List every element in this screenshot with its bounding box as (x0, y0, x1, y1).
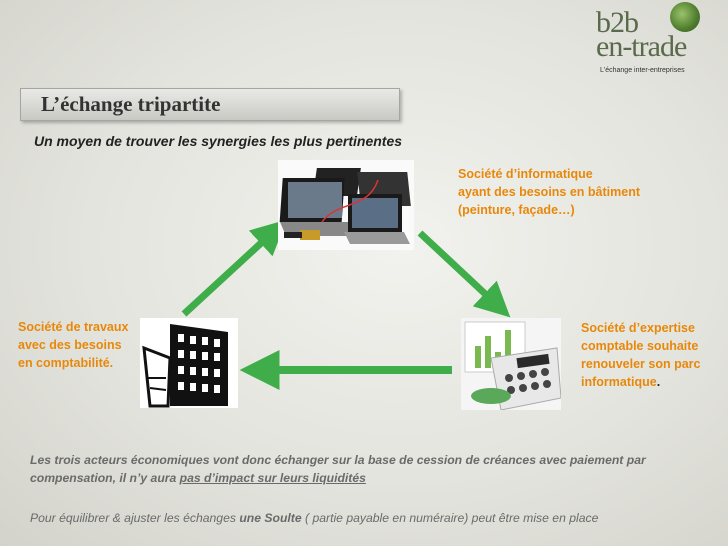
page-title: L’échange tripartite (41, 92, 221, 116)
building-image (140, 318, 238, 408)
paragraph-exchange-emphasis: pas d’impact sur leurs liquidités (179, 471, 366, 485)
logo-b2b: b2b (596, 6, 639, 39)
actor-it-company: Société d’informatique ayant des besoins… (458, 165, 640, 219)
paragraph-soulte-before: Pour équilibrer & ajuster les échanges (30, 511, 240, 525)
arrow-left-to-top (181, 219, 287, 317)
laptops-image (278, 160, 414, 250)
actor-accounting-line3: renouveler son parc (581, 357, 701, 371)
logo-en-trade: en-trade (596, 30, 687, 63)
actor-it-line3: (peinture, façade…) (458, 203, 575, 217)
paragraph-soulte: Pour équilibrer & ajuster les échanges u… (30, 509, 728, 527)
actor-works-line2: avec des besoins (18, 338, 122, 352)
title-bar: L’échange tripartite (20, 88, 400, 121)
actor-accounting-line2: comptable souhaite (581, 339, 699, 353)
actor-works-line1: Société de travaux (18, 320, 129, 334)
globe-icon (670, 2, 700, 32)
page-subtitle: Un moyen de trouver les synergies les pl… (34, 133, 403, 149)
paragraph-soulte-after: ( partie payable en numéraire) peut être… (301, 511, 599, 525)
logo-tagline: L'échange inter-entreprises (600, 67, 685, 74)
b2b-en-trade-logo: b2b en-trade L'échange inter-entreprises (594, 0, 704, 82)
actor-it-line2: ayant des besoins en bâtiment (458, 185, 640, 199)
calculator-image (461, 318, 561, 410)
actor-it-line1: Société d’informatique (458, 167, 593, 181)
paragraph-soulte-emphasis: une Soulte (239, 511, 302, 525)
actor-accounting-line4-end: . (656, 375, 661, 389)
actor-works-company: Société de travaux avec des besoins en c… (18, 318, 128, 372)
actor-accounting-line4: informatique. (581, 373, 701, 391)
arrow-top-to-right (417, 230, 511, 318)
paragraph-exchange-text: Les trois acteurs économiques vont donc … (30, 453, 646, 485)
paragraph-exchange: Les trois acteurs économiques vont donc … (30, 451, 720, 487)
actor-works-line3: en comptabilité. (18, 356, 114, 370)
actor-accounting-line1: Société d’expertise (581, 321, 695, 335)
actor-accounting-line4-text: informatique (581, 375, 657, 389)
actor-accounting-company: Société d’expertise comptable souhaite r… (581, 319, 701, 391)
